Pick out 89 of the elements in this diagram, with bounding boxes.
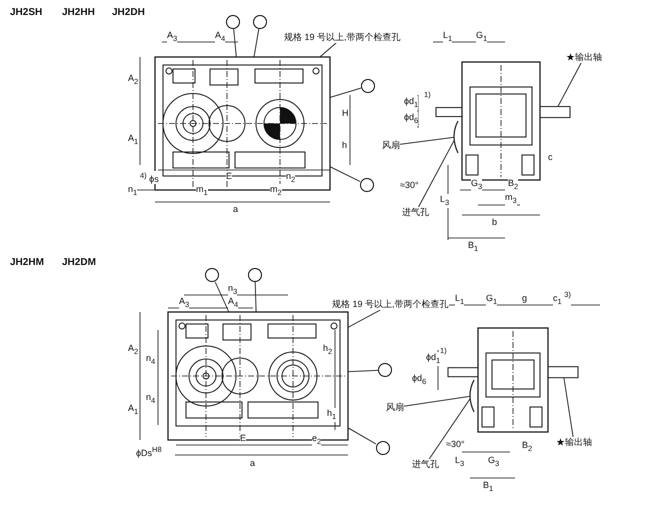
dimension-label: A$_{2}$ [128,73,138,87]
dimension-label: ϕd$_{1}$ [404,96,418,110]
dimension-label: L$_{3}$ [440,194,450,208]
dimension-label: A$_{3}$ [179,296,190,310]
dimension-label: ϕd$_{1}$ [426,352,440,366]
dimension-label: A$_{2}$ [128,343,138,357]
callout-text: 风扇 [382,140,400,151]
symbol-icon [360,178,374,192]
symbol-icon [248,268,262,282]
dimension-label: h$_{1}$ [327,408,336,422]
dimension-label: G$_{3}$ [488,455,500,469]
symbol-icon [226,15,240,29]
dimension-label: ϕDs$^{H8}$ [136,445,162,458]
leader-line [428,398,470,460]
dimension-label: L$_{1}$ [455,293,464,307]
dimension-label: n$_{2}$ [286,171,296,185]
dimension-label: L$_{1}$ [443,30,452,44]
dimension-label: H [342,108,348,118]
callout-text: ★输出轴 [566,52,602,63]
symbol-icon [253,15,267,29]
leader-line [233,28,237,58]
dimension-label: n$_{1}$ [128,184,138,198]
callout-text: 规格 19 号以上,带两个检查孔 [332,299,449,310]
leader-line [330,166,360,182]
dimension-label: h$_{2}$ [323,343,332,357]
leader-line [563,377,574,438]
dimension-label: A$_{1}$ [128,133,138,147]
model-title: JH2HH [62,8,95,18]
dimension-label: n$_{4}$ [146,392,156,406]
dimension-label: A$_{1}$ [128,403,138,417]
dimension-label: a [233,204,238,214]
dimension-label: G$_{3}$ [471,178,482,192]
dimension-label: m$_{1}$ [196,184,208,198]
dimension-label: m$_{2}$ [270,184,282,198]
dimension-label: G$_{1}$ [486,293,498,307]
model-title: JH2HM [10,258,44,268]
leader-line [330,88,362,98]
dimension-label: g [522,293,528,303]
dimension-label: $^{4)}$ ϕs [140,171,159,184]
output-shaft [548,366,578,378]
dimension-label: n$_{4}$ [146,353,156,367]
symbol-icon [205,268,219,282]
dimension-label: L$_{3}$ [455,455,464,469]
dimension-label: ϕd$_{6}$ [404,112,418,126]
callout-text: 规格 19 号以上,带两个检查孔 [284,32,401,43]
dimension-label: B$_{2}$ [522,440,532,454]
leader-line [348,427,376,444]
leader-line [319,42,337,58]
leader-line [214,282,230,312]
leader-line [418,140,454,208]
symbol-icon [378,363,392,377]
leader-line [557,62,582,108]
dimension-label: h [342,140,348,150]
dimension-label: A$_{4}$ [228,296,238,310]
leader-line [254,28,260,58]
dimension-label: b [492,217,498,227]
dimension-label: m$_{3}$ [505,192,517,206]
dimension-label: B$_{2}$ [508,178,518,192]
model-title: JH2SH [10,8,42,18]
dimension-label: B$_{1}$ [468,240,478,254]
leader-line [348,310,381,328]
leader-line [404,396,470,407]
callout-text: 进气孔 [412,459,439,470]
leader-line [400,136,454,145]
dimension-label: n$_{3}$ [228,283,238,297]
dimension-label: ≈30° [446,439,465,449]
dimension-label: ≈30° [400,180,419,190]
dimension-label: B$_{1}$ [483,480,494,494]
symbol-icon [376,441,390,455]
callout-text: 进气孔 [402,207,429,218]
dimension-label: E [240,433,246,443]
dimension-label: G$_{1}$ [476,30,488,44]
fan-blade [453,120,459,154]
dimension-label: a [250,458,256,468]
callout-text: ★输出轴 [556,437,592,448]
output-shaft [540,106,570,118]
symbol-icon [361,79,375,93]
callout-text: 风扇 [386,402,404,413]
leader-line [348,370,378,372]
model-title: JH2DH [112,8,145,18]
dimension-label: A$_{3}$ [167,30,178,44]
dimension-label: A$_{4}$ [215,30,226,44]
dimension-label: E [226,171,232,181]
dimension-label: ϕd$_{6}$ [412,373,426,387]
dimension-label: c [548,152,552,162]
model-title: JH2DM [62,258,96,268]
leader-line [254,282,257,312]
fan-blade [469,380,475,412]
dimension-label: e$_{2}$ [312,433,322,447]
